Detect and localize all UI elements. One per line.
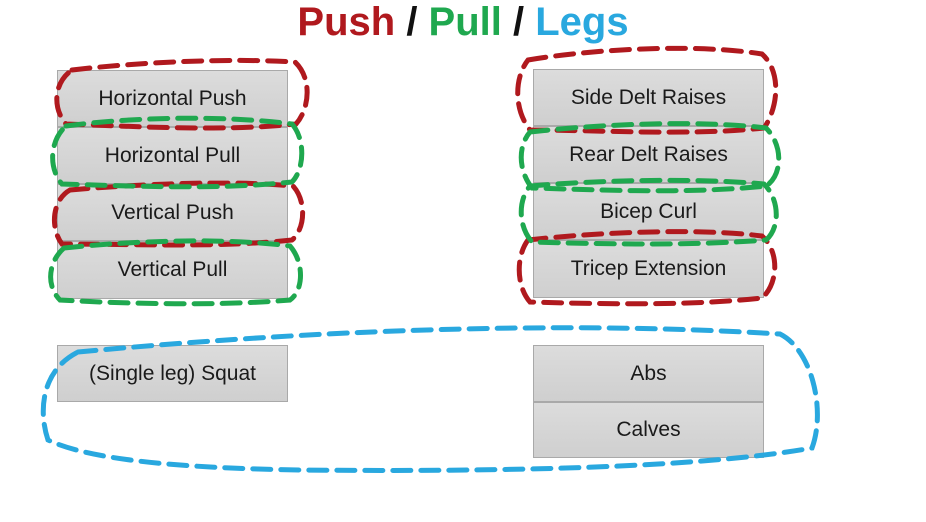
exercise-box-vertical-push: Vertical Push bbox=[57, 184, 288, 241]
exercise-box-bicep-curl: Bicep Curl bbox=[533, 183, 764, 240]
exercise-label: Vertical Push bbox=[111, 200, 234, 224]
title-slash: / bbox=[395, 0, 429, 44]
exercise-box-horizontal-pull: Horizontal Pull bbox=[57, 127, 288, 184]
exercise-box-horizontal-push: Horizontal Push bbox=[57, 70, 288, 127]
diagram-title: Push / Pull / Legs bbox=[0, 0, 926, 48]
exercise-label: Calves bbox=[616, 418, 681, 441]
exercise-label: Tricep Extension bbox=[570, 257, 727, 280]
title-push: Push bbox=[297, 0, 396, 44]
exercise-box-single-leg-squat: (Single leg) Squat bbox=[57, 345, 288, 402]
exercise-label: (Single leg) Squat bbox=[89, 361, 256, 385]
title-legs: Legs bbox=[535, 0, 629, 44]
exercise-box-rear-delt-raises: Rear Delt Raises bbox=[533, 126, 764, 183]
title-slash: / bbox=[501, 0, 536, 44]
exercise-label: Abs bbox=[630, 361, 667, 385]
exercise-label: Rear Delt Raises bbox=[569, 142, 728, 166]
exercise-label: Horizontal Push bbox=[98, 86, 247, 110]
exercise-label: Horizontal Pull bbox=[104, 143, 241, 167]
exercise-label: Side Delt Raises bbox=[570, 85, 727, 109]
exercise-box-calves: Calves bbox=[533, 402, 764, 458]
exercise-label: Bicep Curl bbox=[600, 199, 697, 223]
title-pull: Pull bbox=[428, 0, 502, 44]
exercise-label: Vertical Pull bbox=[117, 258, 228, 281]
exercise-box-abs: Abs bbox=[533, 345, 764, 402]
exercise-box-side-delt-raises: Side Delt Raises bbox=[533, 69, 764, 126]
exercise-box-vertical-pull: Vertical Pull bbox=[57, 241, 288, 299]
exercise-box-tricep-extension: Tricep Extension bbox=[533, 240, 764, 298]
